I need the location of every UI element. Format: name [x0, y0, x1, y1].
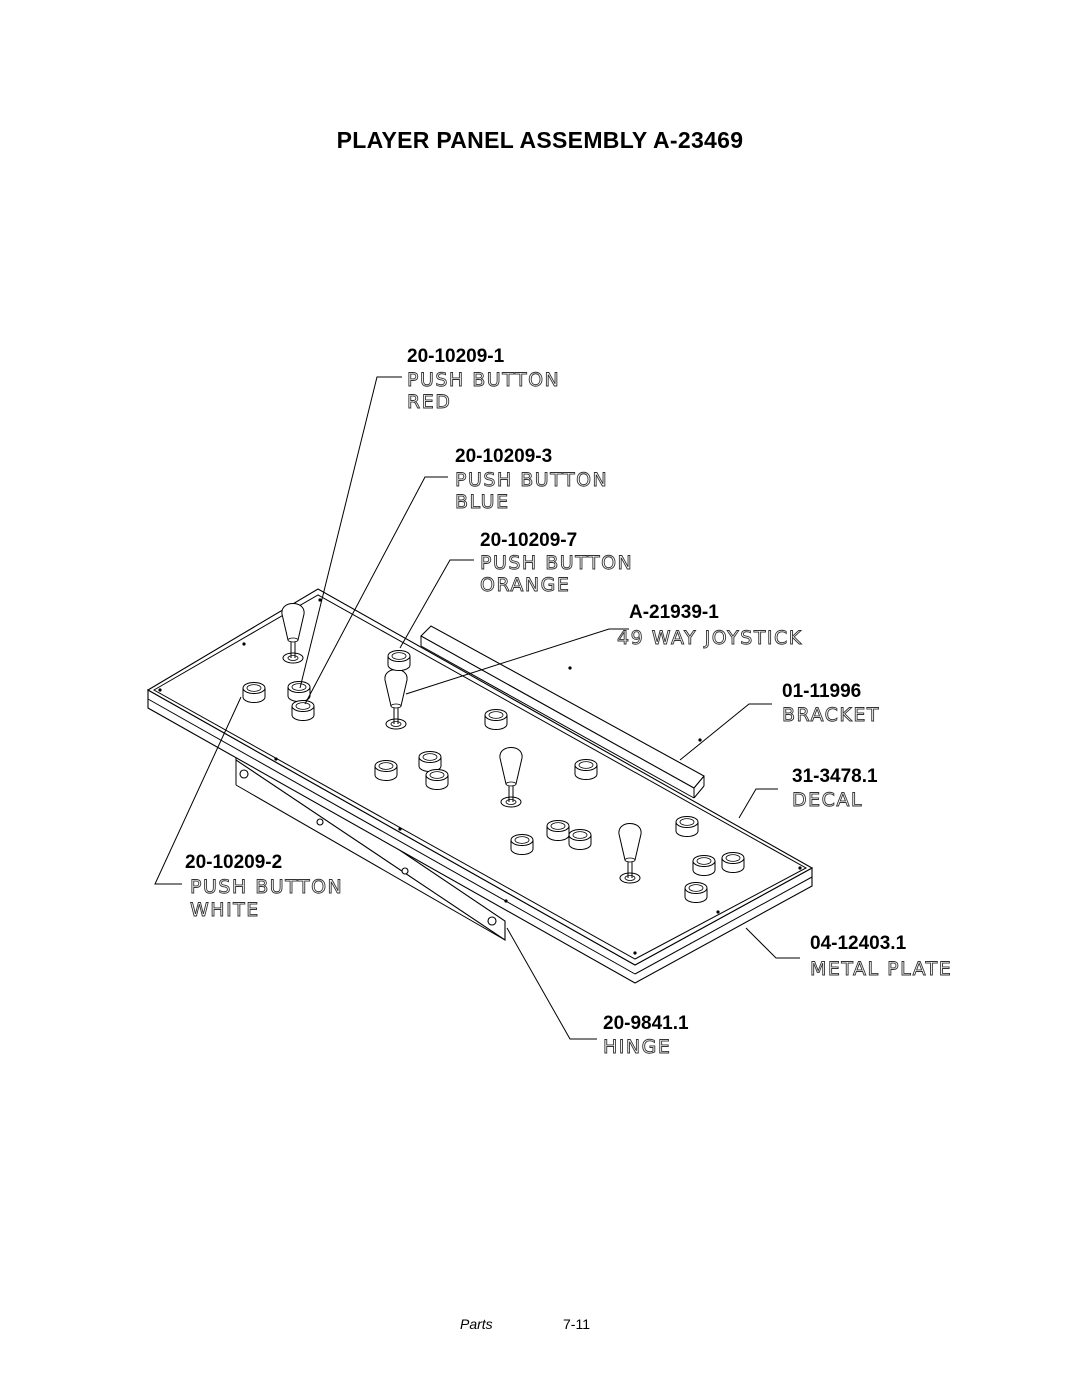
- part-number: 20-10209-3: [455, 446, 552, 467]
- callout-hinge: 20-9841.1 HINGE: [603, 1013, 689, 1058]
- metal-plate: [146, 588, 814, 984]
- part-description: DECAL: [792, 789, 863, 811]
- part-description: METAL PLATE: [810, 958, 952, 980]
- callout-decal: 31-3478.1 DECAL: [792, 766, 878, 811]
- part-description: HINGE: [603, 1036, 671, 1058]
- callout-red-button: 20-10209-1 PUSH BUTTON RED: [407, 346, 560, 413]
- part-description: PUSH BUTTON: [455, 469, 608, 491]
- page-title: PLAYER PANEL ASSEMBLY A-23469: [336, 127, 744, 153]
- part-description: PUSH BUTTON: [480, 552, 633, 574]
- footer-page-number: 7-11: [563, 1316, 590, 1332]
- callout-blue-button: 20-10209-3 PUSH BUTTON BLUE: [455, 446, 608, 513]
- part-number: 20-10209-1: [407, 346, 505, 367]
- leader-lines: [154, 376, 800, 1040]
- part-description: 49 WAY JOYSTICK: [617, 627, 803, 649]
- part-number: 20-10209-7: [480, 530, 577, 551]
- part-description: ORANGE: [480, 574, 570, 596]
- part-description: WHITE: [190, 899, 260, 921]
- part-description: PUSH BUTTON: [407, 369, 560, 391]
- callout-bracket: 01-11996 BRACKET: [782, 681, 880, 726]
- part-description: RED: [407, 391, 451, 413]
- part-number: 20-9841.1: [603, 1013, 689, 1034]
- part-description: BRACKET: [782, 704, 880, 726]
- part-number: 01-11996: [782, 681, 861, 702]
- callout-orange-button: 20-10209-7 PUSH BUTTON ORANGE: [480, 530, 633, 596]
- part-description: PUSH BUTTON: [190, 876, 343, 898]
- part-number: 31-3478.1: [792, 766, 878, 787]
- callout-metal-plate: 04-12403.1 METAL PLATE: [810, 933, 952, 980]
- callout-joystick: A-21939-1 49 WAY JOYSTICK: [617, 602, 803, 649]
- part-number: A-21939-1: [629, 602, 719, 623]
- part-number: 20-10209-2: [185, 852, 282, 873]
- part-number: 04-12403.1: [810, 933, 907, 954]
- callout-white-button: 20-10209-2 PUSH BUTTON WHITE: [185, 852, 343, 921]
- footer-section: Parts: [460, 1316, 493, 1332]
- part-description: BLUE: [455, 491, 510, 513]
